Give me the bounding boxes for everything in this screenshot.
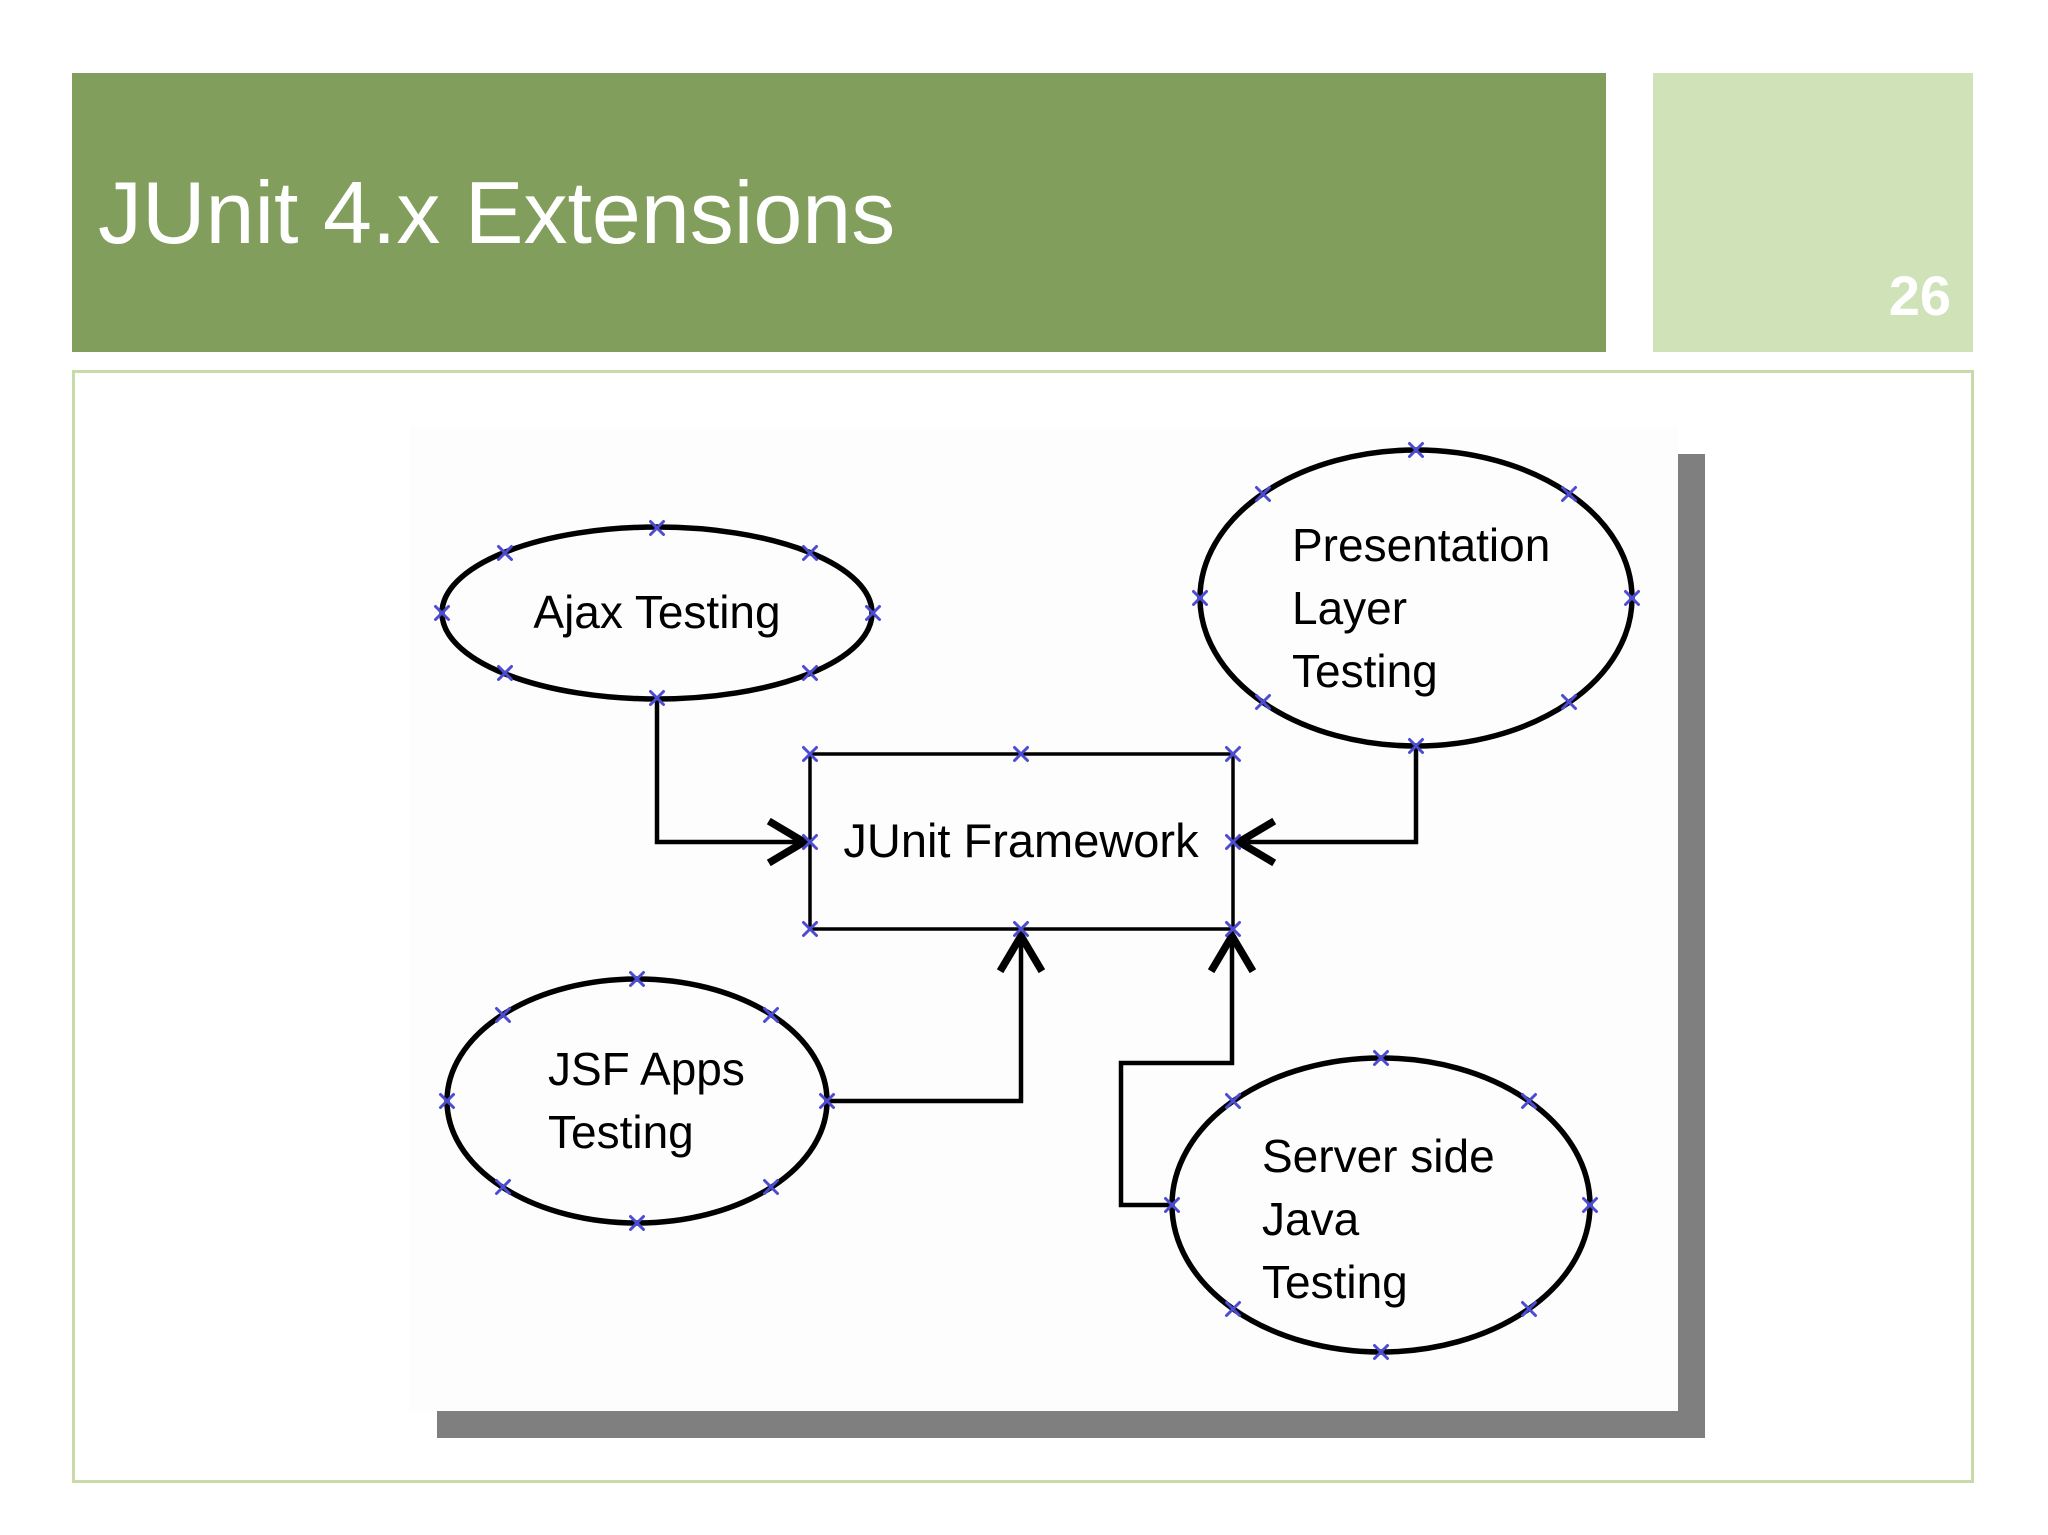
edge-jsf-to-junit xyxy=(827,940,1024,1104)
node-presentation-label: Presentation Layer Testing xyxy=(1292,519,1550,697)
slide-title: JUnit 4.x Extensions xyxy=(98,162,896,262)
node-server-label-line2: Java xyxy=(1262,1193,1360,1245)
node-presentation-label-line1: Presentation xyxy=(1292,519,1550,571)
node-junit-label: JUnit Framework xyxy=(843,814,1199,867)
node-presentation-label-line3: Testing xyxy=(1292,645,1438,697)
title-bar: JUnit 4.x Extensions xyxy=(72,73,1606,352)
page-number: 26 xyxy=(1888,264,1951,327)
edge-ajax-to-junit xyxy=(654,700,798,845)
node-presentation-label-line2: Layer xyxy=(1292,582,1407,634)
arrowhead-ajax-to-junit xyxy=(766,817,812,867)
edge-server-to-junit xyxy=(1118,940,1235,1208)
node-ajax-label: Ajax Testing xyxy=(533,586,780,638)
node-server-label: Server side Java Testing xyxy=(1262,1130,1495,1308)
node-server-label-line1: Server side xyxy=(1262,1130,1495,1182)
edge-presentation-to-junit xyxy=(1245,744,1419,845)
node-jsf-label-line1: JSF Apps xyxy=(548,1043,745,1095)
arrowhead-server-to-junit xyxy=(1207,928,1257,974)
arrowhead-jsf-to-junit xyxy=(996,928,1046,974)
page-number-box: 26 xyxy=(1653,73,1973,352)
node-jsf-label: JSF Apps Testing xyxy=(548,1043,745,1158)
arrowhead-presentation-to-junit xyxy=(1231,817,1277,867)
node-server-label-line3: Testing xyxy=(1262,1256,1408,1308)
node-jsf-label-line2: Testing xyxy=(548,1106,694,1158)
